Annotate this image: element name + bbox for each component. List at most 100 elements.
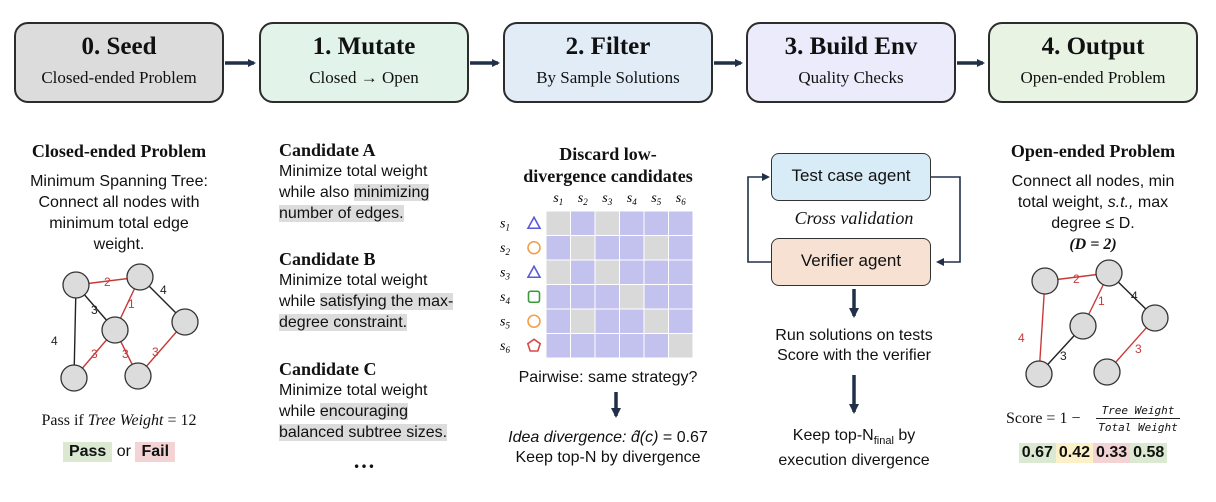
score-badge: 0.67 bbox=[1018, 443, 1056, 463]
matrix-cell bbox=[668, 333, 694, 359]
graph-node bbox=[1095, 259, 1123, 287]
candidate-text: while bbox=[279, 293, 320, 310]
pass-prefix: Pass if bbox=[41, 412, 88, 429]
stage-title: 3. Build Env bbox=[784, 33, 918, 60]
column-label: s1 bbox=[553, 191, 563, 207]
graph-edge bbox=[1038, 280, 1046, 375]
graph-node bbox=[171, 308, 199, 336]
matrix-cell bbox=[619, 333, 645, 359]
candidate-highlight: balanced subtree sizes. bbox=[279, 424, 448, 441]
filter-heading: Discard low- divergence candidates bbox=[493, 143, 723, 187]
divergence-line: Idea divergence: d̂(c) = 0.67 bbox=[493, 428, 723, 448]
test-case-agent: Test case agent bbox=[771, 153, 931, 201]
cross-validation-label: Cross validation bbox=[794, 208, 914, 228]
score-badge: 0.33 bbox=[1093, 443, 1131, 463]
output-text: s.t., bbox=[1107, 194, 1134, 211]
matrix-cell bbox=[668, 308, 694, 334]
stage-seed: 0. Seed Closed-ended Problem bbox=[14, 22, 224, 103]
matrix-cell bbox=[619, 210, 645, 236]
matrix-cell bbox=[643, 259, 669, 285]
graph-node bbox=[1025, 360, 1053, 388]
row-label: s5 bbox=[500, 314, 510, 330]
candidate-highlight: degree constraint. bbox=[279, 314, 408, 331]
candidate-line: while also minimizing bbox=[279, 182, 479, 203]
stage-subtitle: By Sample Solutions bbox=[536, 68, 680, 87]
candidate-name: Candidate A bbox=[279, 140, 376, 160]
matrix-cell bbox=[668, 284, 694, 310]
seed-desc-line: Minimum Spanning Tree: bbox=[30, 173, 208, 190]
keep-final-text: Keep top-Nfinal by execution divergence bbox=[736, 426, 972, 471]
matrix-cell bbox=[545, 259, 571, 285]
score-badge: 0.58 bbox=[1130, 443, 1168, 463]
matrix-cell bbox=[643, 284, 669, 310]
seed-description: Minimum Spanning Tree: Connect all nodes… bbox=[14, 171, 224, 255]
candidate-name: Candidate B bbox=[279, 249, 376, 269]
output-line: degree ≤ D. bbox=[1051, 215, 1135, 232]
output-text: total weight, bbox=[1017, 194, 1108, 211]
candidate-highlight: satisfying the max- bbox=[319, 293, 454, 310]
edge-label: 3 bbox=[152, 345, 159, 359]
stage-subtitle: Open-ended Problem bbox=[1020, 68, 1166, 87]
keep-by: by bbox=[893, 427, 916, 444]
graph-node bbox=[1069, 312, 1097, 340]
matrix-cell bbox=[594, 284, 620, 310]
keep-subscript: final bbox=[873, 435, 894, 448]
graph-node bbox=[126, 263, 154, 291]
candidate-line: Minimize total weight bbox=[279, 382, 428, 399]
matrix-cell bbox=[570, 235, 596, 261]
matrix-cell bbox=[668, 210, 694, 236]
edge-label: 4 bbox=[51, 334, 58, 348]
edge-label: 2 bbox=[1073, 272, 1080, 286]
matrix-cell bbox=[570, 284, 596, 310]
triangle-marker-icon bbox=[526, 215, 542, 230]
or-label: or bbox=[116, 443, 132, 460]
candidate-line: number of edges. bbox=[279, 203, 479, 224]
stage-title: 4. Output bbox=[1041, 33, 1145, 60]
row-label: s2 bbox=[500, 241, 510, 257]
output-line: Connect all nodes, min bbox=[1011, 173, 1175, 190]
candidate-a: Candidate A Minimize total weight while … bbox=[279, 140, 479, 224]
candidate-b: Candidate B Minimize total weight while … bbox=[279, 249, 479, 333]
score-badge: 0.42 bbox=[1055, 443, 1093, 463]
score-prefix: Score = 1 − bbox=[1006, 410, 1081, 427]
edge-label: 2 bbox=[104, 275, 111, 289]
graph-node bbox=[1031, 267, 1059, 295]
seed-heading: Closed-ended Problem bbox=[31, 141, 207, 161]
row-label: s4 bbox=[500, 290, 510, 306]
matrix-cell bbox=[570, 308, 596, 334]
candidate-line: degree constraint. bbox=[279, 312, 479, 333]
divergence-value: = 0.67 bbox=[662, 429, 708, 446]
pass-variable: Tree Weight bbox=[87, 412, 164, 429]
stage-build-env: 3. Build Env Quality Checks bbox=[746, 22, 956, 103]
edge-label: 1 bbox=[128, 297, 135, 311]
matrix-cell bbox=[545, 308, 571, 334]
matrix-cell bbox=[643, 333, 669, 359]
stage-mutate: 1. Mutate Closed → Open bbox=[259, 22, 469, 103]
row-label: s6 bbox=[500, 339, 510, 355]
output-heading: Open-ended Problem bbox=[1010, 141, 1176, 161]
edge-label: 3 bbox=[91, 347, 98, 361]
matrix-cell bbox=[594, 210, 620, 236]
stage-filter: 2. Filter By Sample Solutions bbox=[503, 22, 713, 103]
stage-subtitle: Closed → Open bbox=[309, 68, 419, 87]
matrix-cell bbox=[619, 259, 645, 285]
stage-title: 0. Seed bbox=[81, 33, 157, 60]
fail-badge: Fail bbox=[135, 442, 176, 462]
circle-marker-icon bbox=[527, 314, 541, 329]
candidate-text: while bbox=[279, 403, 320, 420]
matrix-cell bbox=[594, 333, 620, 359]
fraction-denominator: Total Weight bbox=[1098, 421, 1178, 434]
candidate-text: while also bbox=[279, 184, 354, 201]
edge-label: 3 bbox=[1135, 342, 1142, 356]
seed-graph: 2 4 3 1 4 3 3 3 bbox=[51, 263, 199, 392]
keep-top-n: Keep top-N by divergence bbox=[515, 449, 701, 466]
edge-label: 4 bbox=[1018, 331, 1025, 345]
row-label: s3 bbox=[500, 265, 510, 281]
candidate-line: while satisfying the max- bbox=[279, 291, 479, 312]
keep-prefix: Keep top-N bbox=[792, 427, 874, 444]
filter-heading-line: Discard low- bbox=[559, 144, 657, 164]
divergence-label: Idea divergence: bbox=[508, 429, 631, 446]
edge-label: 3 bbox=[1060, 349, 1067, 363]
